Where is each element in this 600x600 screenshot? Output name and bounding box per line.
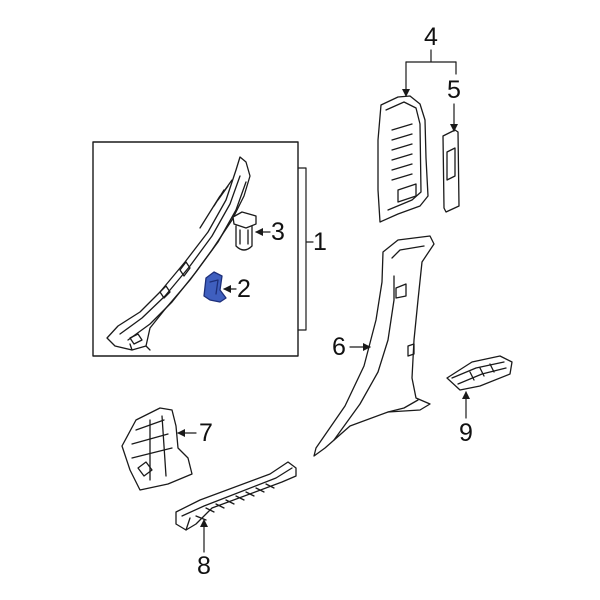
- leader-4: [405, 49, 457, 63]
- b-pillar-upper-trim-part: [377, 95, 429, 223]
- fastener-clip-part: [232, 211, 257, 251]
- highlighted-bracket-part: [203, 271, 227, 303]
- trim-strip-part: [442, 129, 460, 213]
- callout-9: 9: [459, 419, 473, 447]
- leader-1: [297, 167, 314, 331]
- kick-panel-part: [121, 407, 193, 491]
- callout-4: 4: [424, 23, 438, 51]
- b-pillar-lower-trim-part: [313, 235, 435, 457]
- callout-3: 3: [271, 218, 285, 246]
- inset-frame: [92, 141, 299, 357]
- a-pillar-trim-part: [106, 156, 251, 351]
- small-sill-trim-part: [446, 355, 513, 391]
- callout-6: 6: [332, 333, 346, 361]
- sill-plate-part: [175, 461, 297, 531]
- callout-7: 7: [199, 419, 213, 447]
- callout-5: 5: [447, 76, 461, 104]
- callout-2: 2: [237, 275, 251, 303]
- callout-8: 8: [197, 552, 211, 580]
- leader-lines: [177, 49, 470, 553]
- callout-1: 1: [313, 228, 327, 256]
